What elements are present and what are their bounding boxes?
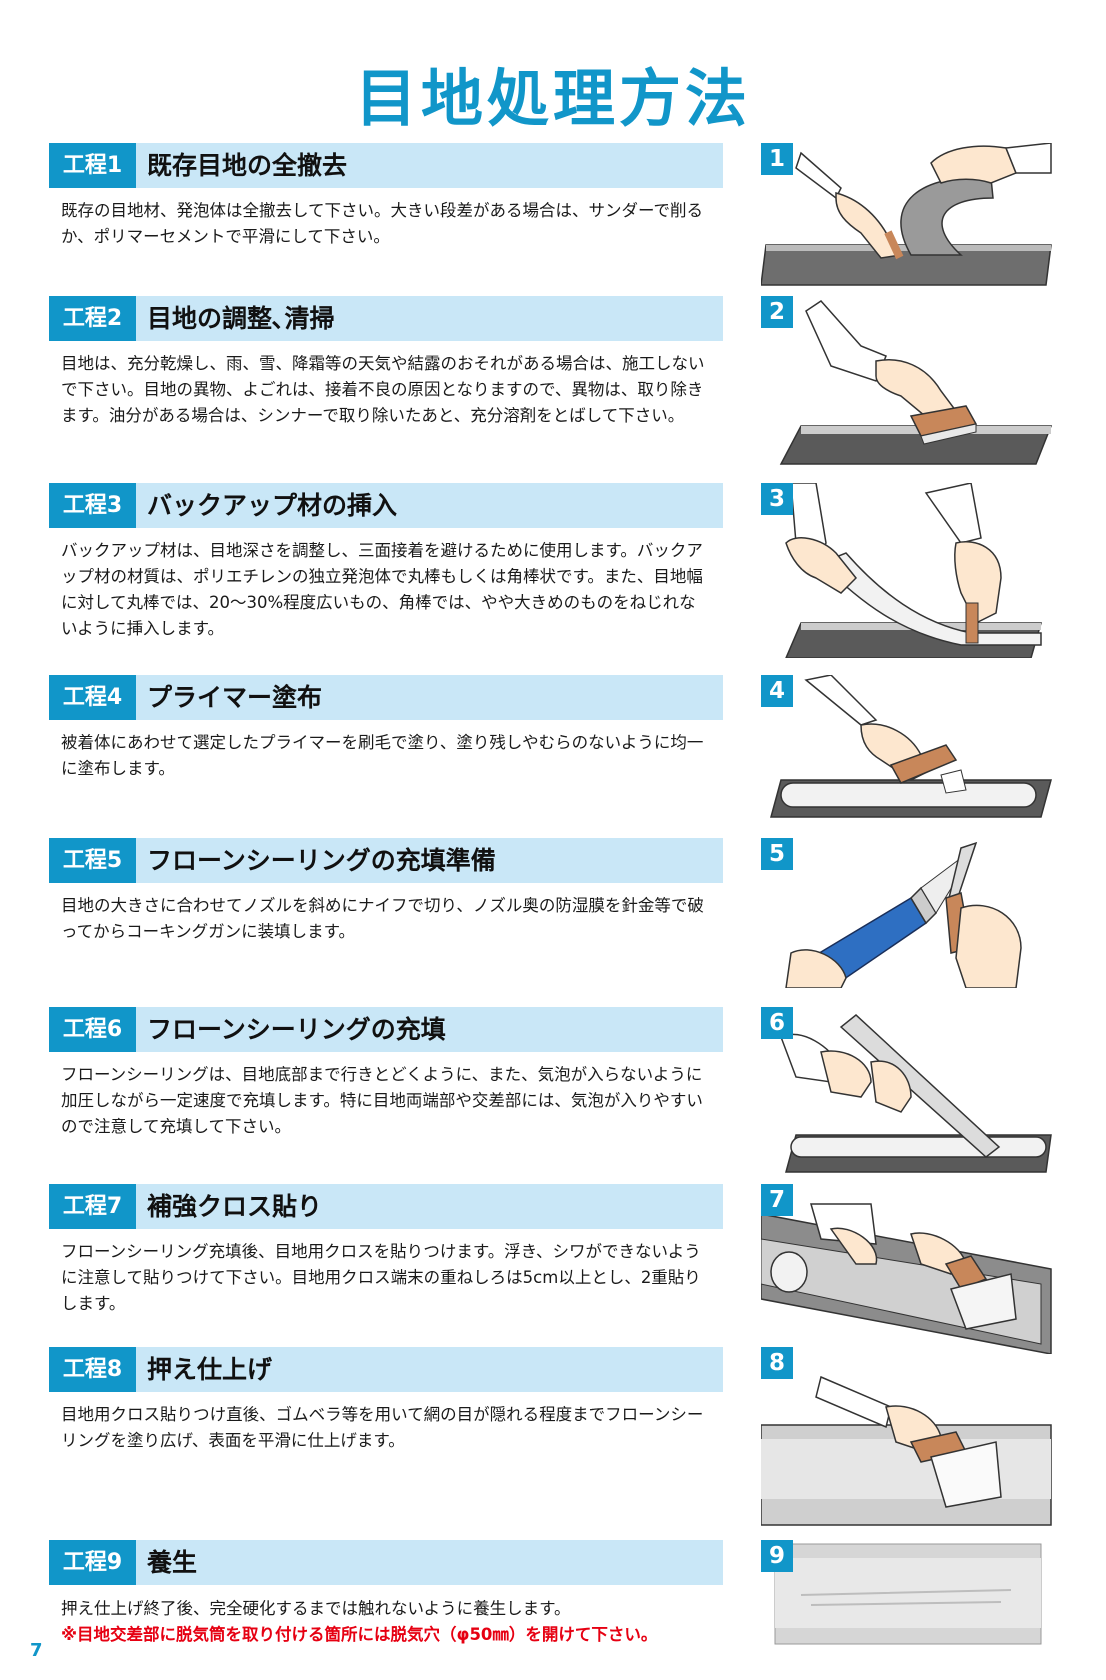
step-7-number: 7 [761, 1184, 793, 1216]
step-3-illustration: 3 [761, 483, 1057, 658]
step-2-header: 工程2 目地の調整､清掃 [49, 296, 723, 341]
step-1-label: 工程1 [49, 143, 136, 188]
step-5-illustration: 5 [761, 838, 1057, 988]
step-1-number: 1 [761, 143, 793, 175]
step-7-label: 工程7 [49, 1184, 136, 1229]
step-5-drawing [785, 841, 1022, 988]
step-8-title: 押え仕上げ [147, 1355, 273, 1384]
step-6-illustration: 6 [761, 1007, 1057, 1175]
step-9-header: 工程9 養生 [49, 1540, 723, 1585]
step-5-header: 工程5 フローンシーリングの充填準備 [49, 838, 723, 883]
step-9-drawing [774, 1543, 1042, 1645]
step-5-description: 目地の大きさに合わせてノズルを斜めにナイフで切り、ノズル奥の防湿膜を針金等で破っ… [61, 896, 704, 941]
step-3-description: バックアップ材は、目地深さを調整し、三面接着を避けるために使用します。バックアッ… [61, 541, 703, 638]
step-6-drawing [780, 1014, 1052, 1173]
step-4-number: 4 [761, 675, 793, 707]
step-5-title: フローンシーリングの充填準備 [147, 846, 496, 875]
step-5-number: 5 [761, 838, 793, 870]
step-1-title: 既存目地の全撤去 [147, 151, 348, 180]
page-number: 7 [30, 1640, 43, 1661]
step-2-title: 目地の調整､清掃 [147, 304, 335, 333]
step-2-drawing [779, 300, 1053, 465]
step-6-description: フローンシーリングは、目地底部まで行きとどくように、また、気泡が入らないように加… [61, 1065, 703, 1136]
step-4-header: 工程4 プライマー塗布 [49, 675, 723, 720]
step-3-drawing [785, 483, 1042, 658]
step-9-label: 工程9 [49, 1540, 136, 1585]
step-1-drawing [761, 143, 1052, 286]
step-8-description: 目地用クロス貼りつけ直後、ゴムベラ等を用いて網の目が隠れる程度までフローンシーリ… [61, 1405, 704, 1450]
step-6-header: 工程6 フローンシーリングの充填 [49, 1007, 723, 1052]
step-2-description: 目地は、充分乾燥し、雨、雪、降霜等の天気や結露のおそれがある場合は、施工しないで… [61, 354, 705, 425]
step-9-illustration: 9 [761, 1540, 1057, 1650]
step-9-description: 押え仕上げ終了後、完全硬化するまでは触れないように養生します。 ※目地交差部に脱… [61, 1596, 711, 1648]
step-1-illustration: 1 [761, 143, 1057, 293]
step-4-title: プライマー塗布 [147, 683, 323, 712]
step-3-title: バックアップ材の挿入 [147, 491, 398, 520]
step-4-illustration: 4 [761, 675, 1057, 820]
step-9-title: 養生 [147, 1548, 198, 1577]
step-1-description: 既存の目地材、発泡体は全撤去して下さい。大きい段差がある場合は、サンダーで削るか… [61, 201, 704, 246]
step-5-label: 工程5 [49, 838, 136, 883]
step-4-description: 被着体にあわせて選定したプライマーを刷毛で塗り、塗り残しやむらのないように均一に… [61, 733, 704, 778]
step-2-label: 工程2 [49, 296, 136, 341]
step-6-title: フローンシーリングの充填 [147, 1015, 446, 1044]
step-4-label: 工程4 [49, 675, 136, 720]
step-3-header: 工程3 バックアップ材の挿入 [49, 483, 723, 528]
page-title: 目地処理方法 [354, 62, 751, 135]
step-2-illustration: 2 [761, 296, 1057, 466]
step-8-number: 8 [761, 1347, 793, 1379]
step-9-warning: ※目地交差部に脱気筒を取り付ける箇所には脱気穴（φ50㎜）を開けて下さい。 [61, 1625, 658, 1644]
step-4-drawing [770, 675, 1052, 818]
step-2-number: 2 [761, 296, 793, 328]
step-7-drawing [761, 1203, 1052, 1354]
step-7-header: 工程7 補強クロス貼り [49, 1184, 723, 1229]
step-1-header: 工程1 既存目地の全撤去 [49, 143, 723, 188]
step-8-header: 工程8 押え仕上げ [49, 1347, 723, 1392]
step-9-text: 押え仕上げ終了後、完全硬化するまでは触れないように養生します。 [61, 1599, 571, 1618]
step-8-label: 工程8 [49, 1347, 136, 1392]
step-7-description: フローンシーリング充填後、目地用クロスを貼りつけます。浮き、シワができないように… [61, 1242, 701, 1313]
step-6-number: 6 [761, 1007, 793, 1039]
step-6-label: 工程6 [49, 1007, 136, 1052]
step-8-illustration: 8 [761, 1347, 1057, 1527]
step-7-illustration: 7 [761, 1184, 1057, 1354]
step-3-label: 工程3 [49, 483, 136, 528]
step-3-number: 3 [761, 483, 793, 515]
step-7-title: 補強クロス貼り [147, 1192, 323, 1221]
step-9-number: 9 [761, 1540, 793, 1572]
step-8-drawing [761, 1375, 1052, 1526]
